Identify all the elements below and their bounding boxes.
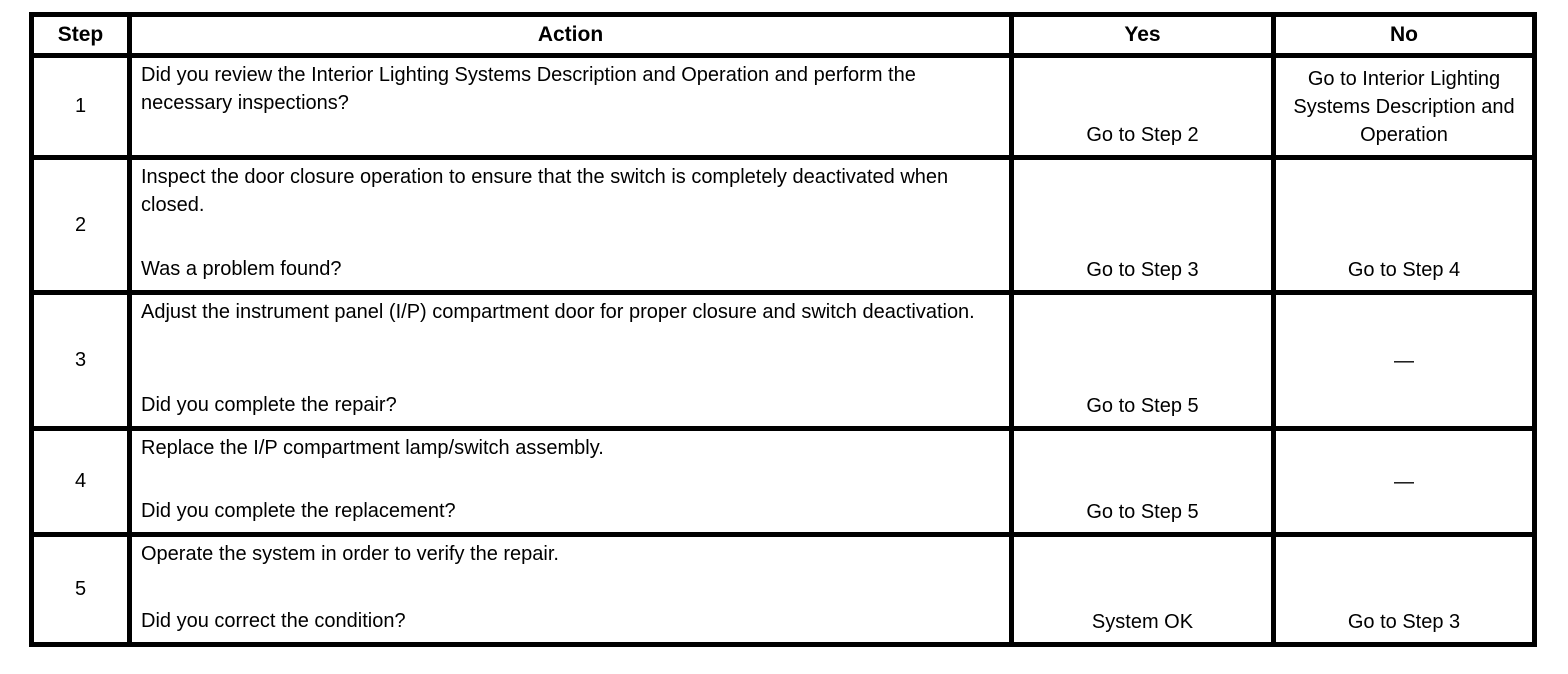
header-step: Step [29, 12, 132, 58]
table-row: 5 Operate the system in order to verify … [29, 532, 1537, 647]
no-cell: Go to Step 3 [1271, 532, 1537, 647]
step-cell: 1 [29, 53, 132, 160]
no-cell: Go to Step 4 [1271, 155, 1537, 295]
table-row: 2 Inspect the door closure operation to … [29, 155, 1537, 295]
action-question: Was a problem found? [141, 258, 342, 280]
no-cell-value: Go to Interior Lighting Systems Descript… [1293, 67, 1515, 146]
step-cell: 4 [29, 426, 132, 537]
no-cell: — [1271, 290, 1537, 431]
table-row: 1 Did you review the Interior Lighting S… [29, 53, 1537, 160]
yes-cell-value: Go to Step 2 [1086, 124, 1199, 146]
no-cell-value: Go to Step 4 [1347, 259, 1461, 281]
step-number: 4 [74, 470, 87, 492]
no-cell-value: — [1394, 349, 1414, 372]
yes-cell: System OK [1009, 532, 1276, 647]
yes-cell: Go to Step 5 [1009, 426, 1276, 537]
action-cell: Inspect the door closure operation to en… [127, 155, 1014, 295]
step-number: 5 [74, 578, 87, 600]
header-action-label: Action [537, 23, 604, 46]
action-cell: Replace the I/P compartment lamp/switch … [127, 426, 1014, 537]
no-cell: Go to Interior Lighting Systems Descript… [1271, 53, 1537, 160]
action-main-text: Replace the I/P compartment lamp/switch … [141, 437, 604, 459]
step-cell: 2 [29, 155, 132, 295]
yes-cell-value: Go to Step 5 [1086, 501, 1199, 523]
action-main-text: Adjust the instrument panel (I/P) compar… [141, 301, 975, 323]
action-main-text: Operate the system in order to verify th… [141, 543, 559, 565]
action-cell: Adjust the instrument panel (I/P) compar… [127, 290, 1014, 431]
step-number: 3 [74, 349, 87, 371]
action-cell: Operate the system in order to verify th… [127, 532, 1014, 647]
header-step-label: Step [57, 23, 104, 46]
action-question: Did you correct the condition? [141, 610, 406, 632]
yes-cell: Go to Step 3 [1009, 155, 1276, 295]
header-no-label: No [1390, 23, 1418, 46]
yes-cell: Go to Step 5 [1009, 290, 1276, 431]
step-number: 1 [74, 95, 87, 117]
no-cell-value: Go to Step 3 [1347, 611, 1461, 633]
step-number: 2 [74, 213, 87, 236]
action-main-text: Did you review the Interior Lighting Sys… [141, 64, 916, 114]
header-no: No [1271, 12, 1537, 58]
action-question: Did you complete the replacement? [141, 500, 456, 522]
yes-cell: Go to Step 2 [1009, 53, 1276, 160]
table-header-row: Step Action Yes No [29, 12, 1537, 58]
step-cell: 3 [29, 290, 132, 431]
no-cell-value: — [1394, 470, 1414, 493]
step-cell: 5 [29, 532, 132, 647]
table-row: 3 Adjust the instrument panel (I/P) comp… [29, 290, 1537, 431]
header-yes-label: Yes [1124, 23, 1161, 46]
action-question: Did you complete the repair? [141, 394, 397, 416]
yes-cell-value: System OK [1091, 611, 1194, 633]
header-action: Action [127, 12, 1014, 58]
table-row: 4 Replace the I/P compartment lamp/switc… [29, 426, 1537, 537]
action-cell: Did you review the Interior Lighting Sys… [127, 53, 1014, 160]
no-cell: — [1271, 426, 1537, 537]
yes-cell-value: Go to Step 3 [1086, 259, 1199, 281]
yes-cell-value: Go to Step 5 [1086, 395, 1199, 417]
header-yes: Yes [1009, 12, 1276, 58]
action-main-text: Inspect the door closure operation to en… [141, 166, 949, 216]
troubleshooting-table: Step Action Yes No 1 Did you review the … [29, 12, 1537, 647]
